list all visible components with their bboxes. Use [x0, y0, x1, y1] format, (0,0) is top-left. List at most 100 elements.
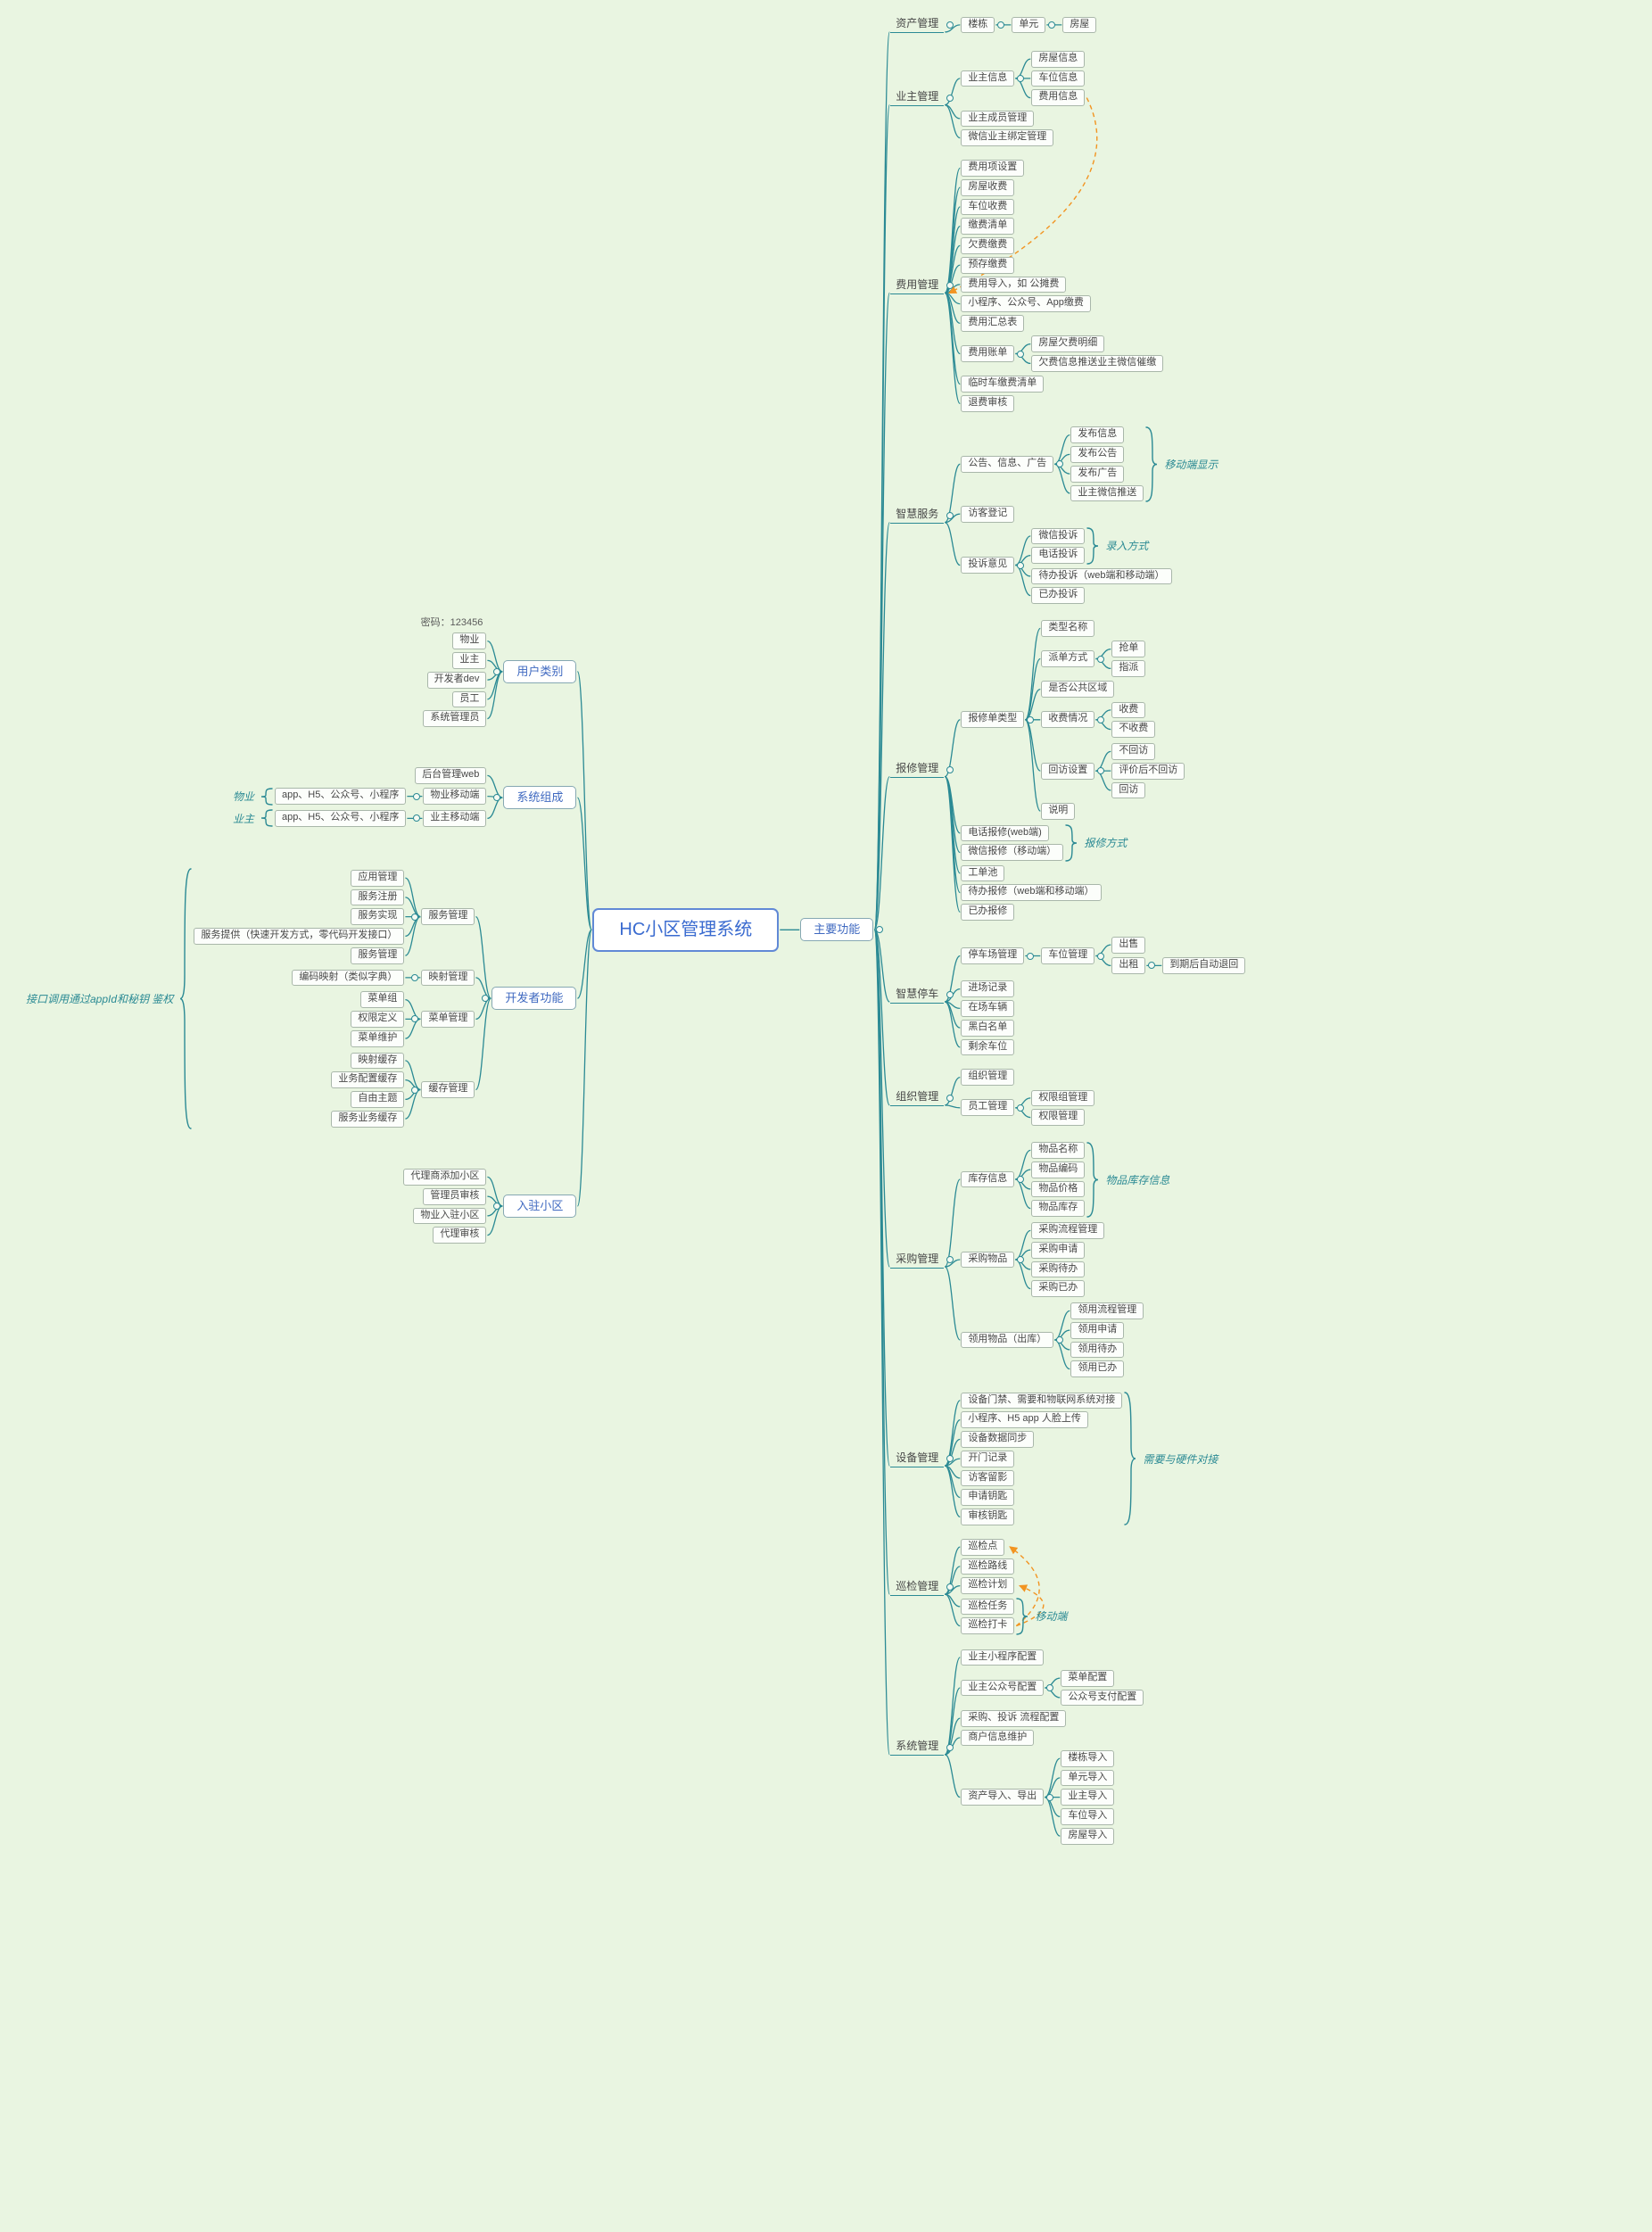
topic[interactable]: 后台管理web [415, 767, 487, 784]
topic[interactable]: 服务管理 [421, 908, 475, 925]
topic[interactable]: 业务配置缓存 [331, 1071, 405, 1088]
topic[interactable]: 回访 [1111, 781, 1146, 799]
topic[interactable]: 智慧服务 [890, 507, 945, 525]
collapse-icon[interactable] [946, 1455, 954, 1463]
topic[interactable]: 公众号支付配置 [1061, 1689, 1144, 1707]
topic[interactable]: 采购待办 [1031, 1261, 1086, 1278]
topic[interactable]: 设备门禁、需要和物联网系统对接 [961, 1392, 1123, 1409]
collapse-icon[interactable] [997, 21, 1005, 29]
collapse-icon[interactable] [1097, 952, 1105, 960]
topic[interactable]: 收费 [1111, 701, 1146, 719]
topic[interactable]: 应用管理 [351, 869, 405, 887]
topic[interactable]: 巡检打卡 [961, 1617, 1015, 1634]
topic[interactable]: 费用汇总表 [961, 315, 1025, 332]
topic[interactable]: 权限管理 [1031, 1109, 1086, 1126]
collapse-icon[interactable] [1056, 460, 1064, 468]
topic[interactable]: 停车场管理 [961, 947, 1025, 964]
collapse-icon[interactable] [1048, 21, 1056, 29]
topic[interactable]: 采购、投诉 流程配置 [961, 1709, 1067, 1727]
topic[interactable]: 申请钥匙 [961, 1489, 1015, 1506]
topic[interactable]: 单元导入 [1061, 1769, 1115, 1787]
collapse-icon[interactable] [1017, 561, 1025, 569]
collapse-icon[interactable] [493, 1203, 501, 1210]
topic[interactable]: 工单池 [961, 864, 1005, 882]
topic[interactable]: 报修管理 [890, 761, 945, 779]
topic[interactable]: 业主成员管理 [961, 110, 1035, 128]
topic[interactable]: 服务实现 [351, 908, 405, 925]
topic[interactable]: 物业入驻小区 [413, 1207, 487, 1225]
collapse-icon[interactable] [413, 814, 421, 823]
topic[interactable]: app、H5、公众号、小程序 [274, 810, 407, 827]
topic[interactable]: 业主导入 [1061, 1789, 1115, 1806]
topic[interactable]: 房屋收费 [961, 178, 1015, 196]
topic[interactable]: 黑白名单 [961, 1019, 1015, 1037]
topic[interactable]: 业主微信推送 [1070, 484, 1144, 502]
topic[interactable]: 员工 [452, 690, 487, 708]
topic[interactable]: 巡检计划 [961, 1577, 1015, 1594]
collapse-icon[interactable] [946, 282, 954, 290]
topic[interactable]: 代理审核 [433, 1227, 487, 1244]
collapse-icon[interactable] [413, 792, 421, 800]
topic[interactable]: 临时车缴费清单 [961, 376, 1045, 393]
topic[interactable]: 微信报修（移动端） [961, 844, 1064, 861]
topic[interactable]: 编码映射（类似字典） [292, 969, 405, 987]
collapse-icon[interactable] [946, 511, 954, 519]
topic[interactable]: 预存缴费 [961, 256, 1015, 274]
topic[interactable]: 服务业务缓存 [331, 1110, 405, 1128]
topic[interactable]: 房屋欠费明细 [1031, 335, 1105, 352]
collapse-icon[interactable] [946, 94, 954, 102]
topic[interactable]: 组织管理 [890, 1089, 945, 1107]
topic[interactable]: 智慧停车 [890, 987, 945, 1004]
topic[interactable]: 资产导入、导出 [961, 1789, 1045, 1806]
topic[interactable]: 回访设置 [1041, 762, 1095, 780]
topic[interactable]: 不回访 [1111, 743, 1156, 760]
topic[interactable]: 巡检任务 [961, 1598, 1015, 1616]
collapse-icon[interactable] [1027, 715, 1035, 723]
topic[interactable]: 菜单组 [360, 991, 405, 1008]
topic[interactable]: 采购管理 [890, 1252, 945, 1269]
topic[interactable]: 已办投诉 [1031, 587, 1086, 604]
collapse-icon[interactable] [946, 1743, 954, 1751]
topic[interactable]: 物品编码 [1031, 1161, 1086, 1178]
topic[interactable]: 代理商添加小区 [403, 1169, 487, 1186]
topic[interactable]: 权限组管理 [1031, 1089, 1095, 1107]
topic[interactable]: 物品名称 [1031, 1142, 1086, 1159]
branch-topic[interactable]: 入驻小区 [503, 1194, 577, 1219]
topic[interactable]: 发布广告 [1070, 465, 1125, 483]
topic[interactable]: 在场车辆 [961, 1000, 1015, 1017]
topic[interactable]: 审核钥匙 [961, 1509, 1015, 1525]
topic[interactable]: 待办报修（web端和移动端） [961, 884, 1102, 901]
collapse-icon[interactable] [411, 913, 419, 921]
collapse-icon[interactable] [946, 1256, 954, 1263]
topic[interactable]: 剩余车位 [961, 1038, 1015, 1056]
collapse-icon[interactable] [1017, 350, 1025, 358]
topic[interactable]: 业主小程序配置 [961, 1649, 1045, 1666]
topic[interactable]: 缓存管理 [421, 1081, 475, 1098]
topic[interactable]: 开发者dev [426, 671, 487, 689]
topic[interactable]: 领用已办 [1070, 1360, 1125, 1377]
topic[interactable]: 费用账单 [961, 345, 1015, 362]
collapse-icon[interactable] [1097, 767, 1105, 775]
topic[interactable]: 映射缓存 [351, 1052, 405, 1070]
topic[interactable]: 小程序、公众号、App缴费 [961, 295, 1091, 312]
collapse-icon[interactable] [493, 667, 501, 675]
topic[interactable]: 权限定义 [351, 1011, 405, 1028]
topic[interactable]: 业主移动端 [423, 810, 487, 827]
topic[interactable]: 不收费 [1111, 721, 1156, 738]
topic[interactable]: 库存信息 [961, 1170, 1015, 1188]
topic[interactable]: 访客留影 [961, 1469, 1015, 1487]
topic[interactable]: 房屋信息 [1031, 50, 1086, 68]
collapse-icon[interactable] [482, 995, 490, 1003]
topic[interactable]: 小程序、H5 app 人脸上传 [961, 1411, 1088, 1428]
topic[interactable]: 进场记录 [961, 980, 1015, 997]
collapse-icon[interactable] [1017, 1256, 1025, 1263]
topic[interactable]: 系统管理 [890, 1739, 945, 1757]
topic[interactable]: 业主管理 [890, 89, 945, 107]
topic[interactable]: 领用物品（出库） [961, 1331, 1054, 1349]
topic[interactable]: 开门记录 [961, 1450, 1015, 1467]
topic[interactable]: 物品价格 [1031, 1180, 1086, 1198]
topic[interactable]: 楼栋 [961, 16, 995, 34]
collapse-icon[interactable] [411, 1086, 419, 1094]
topic[interactable]: 缴费清单 [961, 218, 1015, 235]
topic[interactable]: 单元 [1012, 16, 1046, 34]
